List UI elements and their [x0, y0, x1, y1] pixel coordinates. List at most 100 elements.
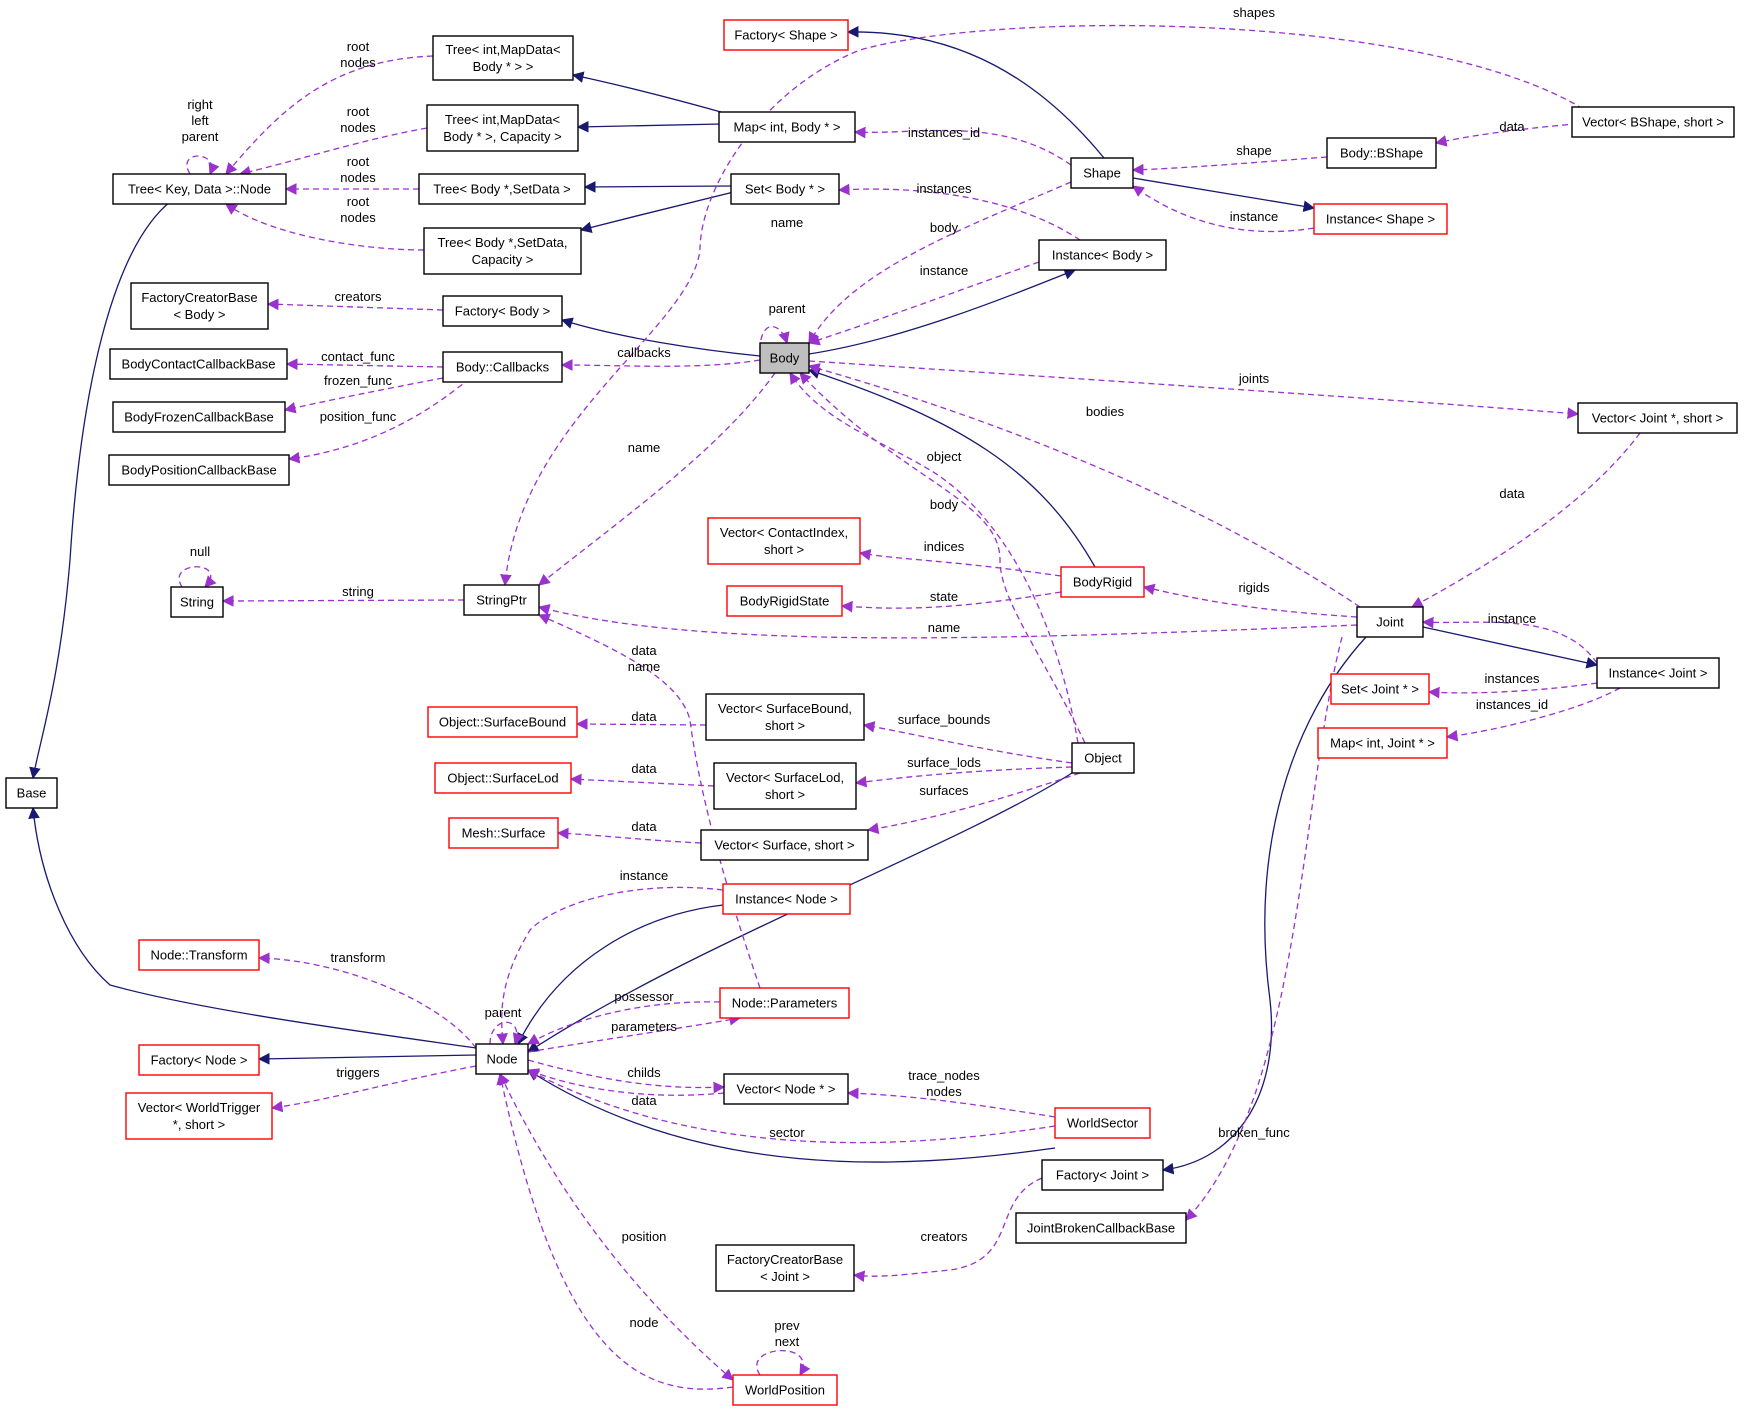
class-node-body-rigid-state[interactable]: BodyRigidState [726, 585, 843, 617]
class-node-string[interactable]: String [170, 586, 224, 618]
class-node-tree-int-mapdata-body-cap[interactable]: Tree< int,MapData<Body * >, Capacity > [426, 104, 579, 152]
class-node-label: short > [764, 542, 804, 557]
class-node-label: Body [770, 351, 800, 366]
class-node-world-position[interactable]: WorldPosition [732, 1374, 838, 1406]
usage-edge-60 [257, 952, 477, 1049]
class-node-shape[interactable]: Shape [1070, 157, 1134, 189]
class-node-box [700, 829, 869, 861]
class-node-vector-surface[interactable]: Vector< Surface, short > [700, 829, 869, 861]
class-node-body-contact-cb[interactable]: BodyContactCallbackBase [109, 348, 288, 380]
class-node-body-bshape[interactable]: Body::BShape [1326, 137, 1437, 169]
usage-edge-39 [538, 372, 776, 586]
class-node-label: *, short > [173, 1117, 225, 1132]
class-node-base[interactable]: Base [5, 777, 58, 809]
class-node-vector-world-trigger[interactable]: Vector< WorldTrigger*, short > [125, 1092, 273, 1140]
class-node-factory-body[interactable]: Factory< Body > [442, 295, 563, 327]
class-node-label: Mesh::Surface [462, 826, 546, 841]
class-node-label: BodyContactCallbackBase [122, 357, 276, 372]
class-node-map-int-body[interactable]: Map< int, Body * > [718, 111, 856, 143]
class-node-body-callbacks[interactable]: Body::Callbacks [442, 351, 563, 383]
class-node-box [1060, 566, 1145, 598]
class-node-box [1326, 137, 1437, 169]
class-node-mesh-surface[interactable]: Mesh::Surface [448, 817, 559, 849]
class-node-world-sector[interactable]: WorldSector [1054, 1107, 1151, 1139]
class-node-label: Base [17, 786, 47, 801]
class-node-label: Vector< SurfaceBound, [718, 701, 852, 716]
edge-label-possessor: possessor [614, 989, 674, 1004]
class-node-vector-surface-lod[interactable]: Vector< SurfaceLod,short > [713, 762, 857, 810]
class-node-label: Body * >, Capacity > [443, 129, 562, 144]
class-node-vector-surface-bound[interactable]: Vector< SurfaceBound,short > [705, 693, 865, 741]
class-node-vector-contact-index[interactable]: Vector< ContactIndex,short > [707, 517, 861, 565]
class-node-box [715, 1244, 855, 1292]
class-node-body-position-cb[interactable]: BodyPositionCallbackBase [108, 454, 290, 486]
edge-label-data-name: name [628, 659, 661, 674]
class-node-set-body[interactable]: Set< Body * > [730, 173, 840, 205]
class-node-instance-body[interactable]: Instance< Body > [1038, 239, 1167, 271]
edge-label-joints: joints [1238, 371, 1270, 386]
edge-label-instances-id-body: instances_id [908, 125, 980, 140]
usage-edge-55 [569, 773, 715, 787]
class-node-object[interactable]: Object [1071, 742, 1135, 774]
usage-edge-69 [852, 1177, 1043, 1283]
class-node-factory-node[interactable]: Factory< Node > [138, 1044, 260, 1076]
class-node-label: short > [765, 787, 805, 802]
class-node-factory-creator-joint[interactable]: FactoryCreatorBase< Joint > [715, 1244, 855, 1292]
usage-edge-66 [846, 1087, 1056, 1118]
class-node-label: Node [486, 1052, 517, 1067]
class-node-joint[interactable]: Joint [1356, 606, 1424, 638]
edge-label-instances-body: instances [917, 181, 972, 196]
edge-label-right-left-parent: left [191, 113, 209, 128]
class-node-instance-node[interactable]: Instance< Node > [722, 883, 851, 915]
class-node-body-rigid[interactable]: BodyRigid [1060, 566, 1145, 598]
class-node-object-surface-bound[interactable]: Object::SurfaceBound [427, 706, 578, 738]
class-node-tree-node[interactable]: Tree< Key, Data >::Node [112, 173, 287, 205]
class-node-string-ptr[interactable]: StringPtr [463, 584, 540, 616]
class-node-label: FactoryCreatorBase [727, 1252, 843, 1267]
class-node-set-joint[interactable]: Set< Joint * > [1330, 673, 1430, 705]
class-node-box [432, 35, 574, 81]
class-node-object-surface-lod[interactable]: Object::SurfaceLod [434, 762, 572, 794]
class-node-factory-shape[interactable]: Factory< Shape > [723, 19, 849, 51]
edge-label-name-mid: name [628, 440, 661, 455]
class-node-tree-body-setdata[interactable]: Tree< Body *,SetData > [418, 173, 586, 205]
class-node-vector-node[interactable]: Vector< Node * > [723, 1073, 849, 1105]
class-node-vector-bshape[interactable]: Vector< BShape, short > [1571, 106, 1735, 138]
inheritance-edge-15 [28, 806, 477, 1049]
class-node-box [427, 706, 578, 738]
class-node-label: Vector< BShape, short > [1582, 115, 1724, 130]
class-node-tree-body-setdata-cap[interactable]: Tree< Body *,SetData,Capacity > [423, 227, 582, 275]
class-node-label: BodyRigidState [740, 594, 830, 609]
edge-label-shapes: shapes [1233, 5, 1275, 20]
edge-label-state: state [930, 589, 958, 604]
class-node-box [723, 1073, 849, 1105]
class-node-factory-joint[interactable]: Factory< Joint > [1041, 1159, 1164, 1191]
inheritance-edge-7 [560, 317, 761, 357]
class-node-label: Instance< Joint > [1608, 666, 1707, 681]
usage-edge-41 [799, 372, 1086, 744]
class-node-body[interactable]: Body [759, 342, 810, 374]
class-node-node-parameters[interactable]: Node::Parameters [719, 987, 850, 1019]
class-node-tree-int-mapdata-body[interactable]: Tree< int,MapData<Body * > > [432, 35, 574, 81]
class-node-box [112, 401, 286, 433]
class-node-node[interactable]: Node [475, 1043, 529, 1075]
class-node-label: < Body > [173, 307, 225, 322]
class-node-label: Factory< Body > [455, 304, 550, 319]
class-node-body-frozen-cb[interactable]: BodyFrozenCallbackBase [112, 401, 286, 433]
class-node-vector-joint[interactable]: Vector< Joint *, short > [1577, 402, 1738, 434]
class-node-instance-shape[interactable]: Instance< Shape > [1313, 203, 1448, 235]
edge-label-body-label-top: body [930, 220, 959, 235]
edge-label-rigids: rigids [1238, 580, 1270, 595]
class-node-map-int-joint[interactable]: Map< int, Joint * > [1317, 727, 1448, 759]
class-node-factory-creator-body[interactable]: FactoryCreatorBase< Body > [130, 282, 269, 330]
edge-label-trace-nodes: nodes [926, 1084, 962, 1099]
class-node-joint-broken-cb[interactable]: JointBrokenCallbackBase [1015, 1212, 1187, 1244]
class-node-label: Tree< Body *,SetData > [433, 182, 571, 197]
usage-edge-52 [862, 721, 1073, 764]
class-node-instance-joint[interactable]: Instance< Joint > [1596, 657, 1720, 689]
edge-label-sector: sector [769, 1125, 805, 1140]
class-node-label: String [180, 595, 214, 610]
class-node-box [1070, 157, 1134, 189]
class-node-node-transform[interactable]: Node::Transform [138, 939, 260, 971]
class-node-label: Instance< Shape > [1326, 212, 1435, 227]
